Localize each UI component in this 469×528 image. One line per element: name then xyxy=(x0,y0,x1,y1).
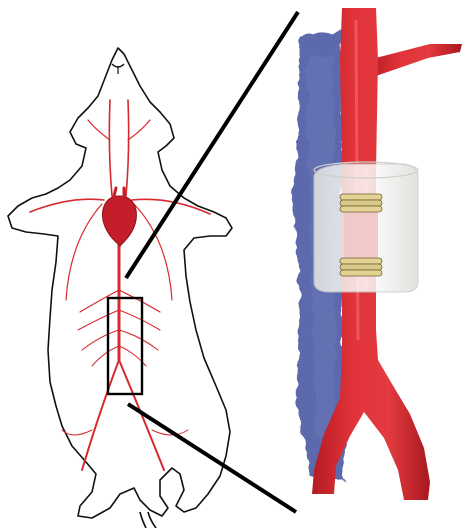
aorta-inset xyxy=(294,8,462,500)
suture-ring-top xyxy=(340,194,382,212)
rat-overview xyxy=(8,48,232,528)
side-branch-artery xyxy=(368,44,462,78)
rat-tail xyxy=(148,512,156,528)
suture-ring-bottom xyxy=(340,258,382,276)
